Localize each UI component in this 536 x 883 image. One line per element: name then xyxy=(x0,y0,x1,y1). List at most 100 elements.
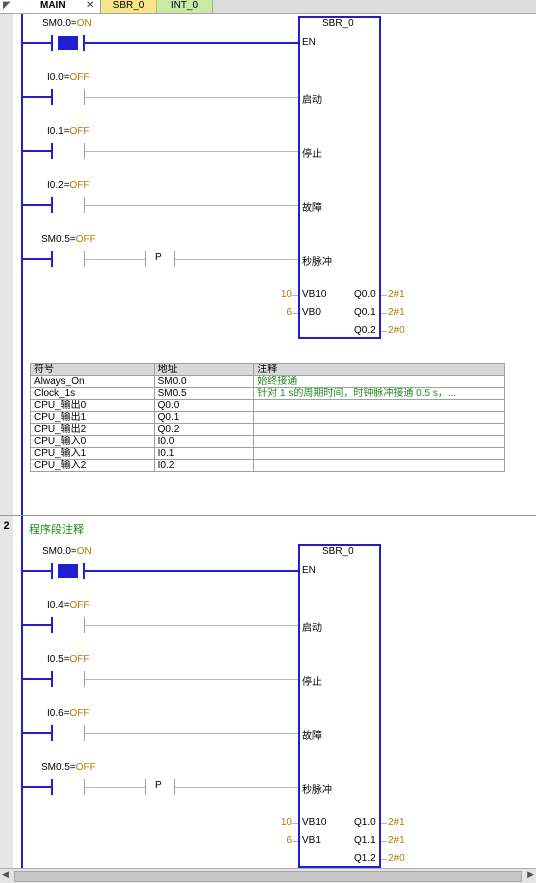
contact-bar xyxy=(84,617,85,633)
input-constant[interactable]: 6 xyxy=(286,307,292,318)
power-wire xyxy=(23,150,51,152)
contact-state: ON xyxy=(76,18,92,29)
comment-cell: 始终接通 xyxy=(253,375,505,388)
contact-bar[interactable] xyxy=(51,617,53,633)
output-wire xyxy=(381,331,387,332)
network-number[interactable]: 2 xyxy=(3,520,10,532)
output-value: 2#0 xyxy=(388,853,405,864)
block-input-vb: VB10 xyxy=(302,817,327,828)
col-symbol: 符号 xyxy=(30,363,155,376)
input-constant[interactable]: 6 xyxy=(286,835,292,846)
output-wire xyxy=(381,859,387,860)
col-address: 地址 xyxy=(153,363,255,376)
contact-address: I0.1 xyxy=(47,126,64,137)
editor-tab-bar: ◤ MAIN ✕ SBR_0 INT_0 xyxy=(0,0,536,14)
power-wire xyxy=(23,732,51,734)
comment-cell xyxy=(253,447,505,460)
address-cell: I0.2 xyxy=(153,459,255,472)
contact-bar xyxy=(84,251,85,267)
network1-power-rail xyxy=(21,14,23,515)
contact-bar xyxy=(84,671,85,687)
contact-state: OFF xyxy=(75,762,96,773)
positive-transition-label[interactable]: P xyxy=(155,780,162,791)
contact-bar[interactable] xyxy=(51,89,53,105)
network-separator xyxy=(0,515,536,516)
output-value: 2#1 xyxy=(388,307,405,318)
contact-energized[interactable] xyxy=(58,564,78,578)
contact-label: SM0.5=OFF xyxy=(41,234,96,245)
contact-label: I0.1=OFF xyxy=(47,126,90,137)
scroll-right-icon[interactable]: ▶ xyxy=(527,869,534,879)
sbr0-call-block[interactable] xyxy=(298,544,381,868)
contact-bar[interactable] xyxy=(51,725,53,741)
tab-int0[interactable]: INT_0 xyxy=(157,0,213,13)
symbol-cell: CPU_输出2 xyxy=(30,423,155,436)
sbr0-call-block[interactable] xyxy=(298,16,381,339)
comment-cell xyxy=(253,423,505,436)
input-constant[interactable]: 10 xyxy=(280,289,292,300)
block-input-vb: VB10 xyxy=(302,289,327,300)
contact-bar xyxy=(84,143,85,159)
horizontal-scrollbar[interactable]: ◀ ▶ xyxy=(0,868,536,883)
symbol-cell: CPU_输入1 xyxy=(30,447,155,460)
contact-bar[interactable] xyxy=(51,251,53,267)
block-input-stop: 停止 xyxy=(302,149,322,160)
contact-bar[interactable] xyxy=(51,779,53,795)
tab-sbr0[interactable]: SBR_0 xyxy=(101,0,157,13)
contact-bar xyxy=(51,563,53,579)
address-cell: Q0.1 xyxy=(153,411,255,424)
block-title: SBR_0 xyxy=(322,546,354,557)
block-output: Q1.0 xyxy=(354,817,376,828)
pulse-contact-bar xyxy=(174,251,175,267)
unpowered-wire xyxy=(85,205,300,206)
contact-address: SM0.0 xyxy=(42,546,71,557)
block-input-en: EN xyxy=(302,37,316,48)
block-input-pulse: 秒脉冲 xyxy=(302,257,332,268)
tab-main[interactable]: ◤ MAIN ✕ xyxy=(0,0,101,13)
power-wire xyxy=(85,42,300,44)
close-tab-icon[interactable]: ✕ xyxy=(86,0,95,11)
block-input-stop: 停止 xyxy=(302,677,322,688)
tab-sbr0-label: SBR_0 xyxy=(112,0,145,11)
contact-label: SM0.0=ON xyxy=(42,546,92,557)
symbol-table-header: 符号 地址 注释 xyxy=(30,363,505,376)
network2-gutter xyxy=(0,516,13,868)
unpowered-wire xyxy=(85,97,300,98)
block-output: Q0.0 xyxy=(354,289,376,300)
pulse-contact-bar xyxy=(145,251,146,267)
contact-bar[interactable] xyxy=(51,671,53,687)
contact-label: SM0.5=OFF xyxy=(41,762,96,773)
block-input-start: 启动 xyxy=(302,95,322,106)
contact-address: I0.0 xyxy=(47,72,64,83)
contact-energized[interactable] xyxy=(58,36,78,50)
block-output: Q0.1 xyxy=(354,307,376,318)
address-cell: I0.0 xyxy=(153,435,255,448)
const-wire xyxy=(292,295,298,296)
address-cell: Q0.2 xyxy=(153,423,255,436)
scrollbar-thumb[interactable] xyxy=(14,871,522,882)
contact-label: I0.4=OFF xyxy=(47,600,90,611)
contact-bar xyxy=(84,779,85,795)
tab-int0-label: INT_0 xyxy=(170,0,199,11)
contact-bar[interactable] xyxy=(51,143,53,159)
scroll-left-icon[interactable]: ◀ xyxy=(2,869,9,879)
contact-state: ON xyxy=(76,546,92,557)
contact-state: OFF xyxy=(69,126,90,137)
contact-bar[interactable] xyxy=(51,197,53,213)
block-output: Q1.1 xyxy=(354,835,376,846)
contact-bar xyxy=(84,197,85,213)
network-comment[interactable]: 程序段注释 xyxy=(29,524,84,536)
input-constant[interactable]: 10 xyxy=(280,817,292,828)
tab-scroll-left-icon[interactable]: ◤ xyxy=(3,0,11,11)
positive-transition-label[interactable]: P xyxy=(155,252,162,263)
comment-cell: 针对 1 s的周期时间，时钟脉冲接通 0.5 s，... xyxy=(253,387,505,400)
